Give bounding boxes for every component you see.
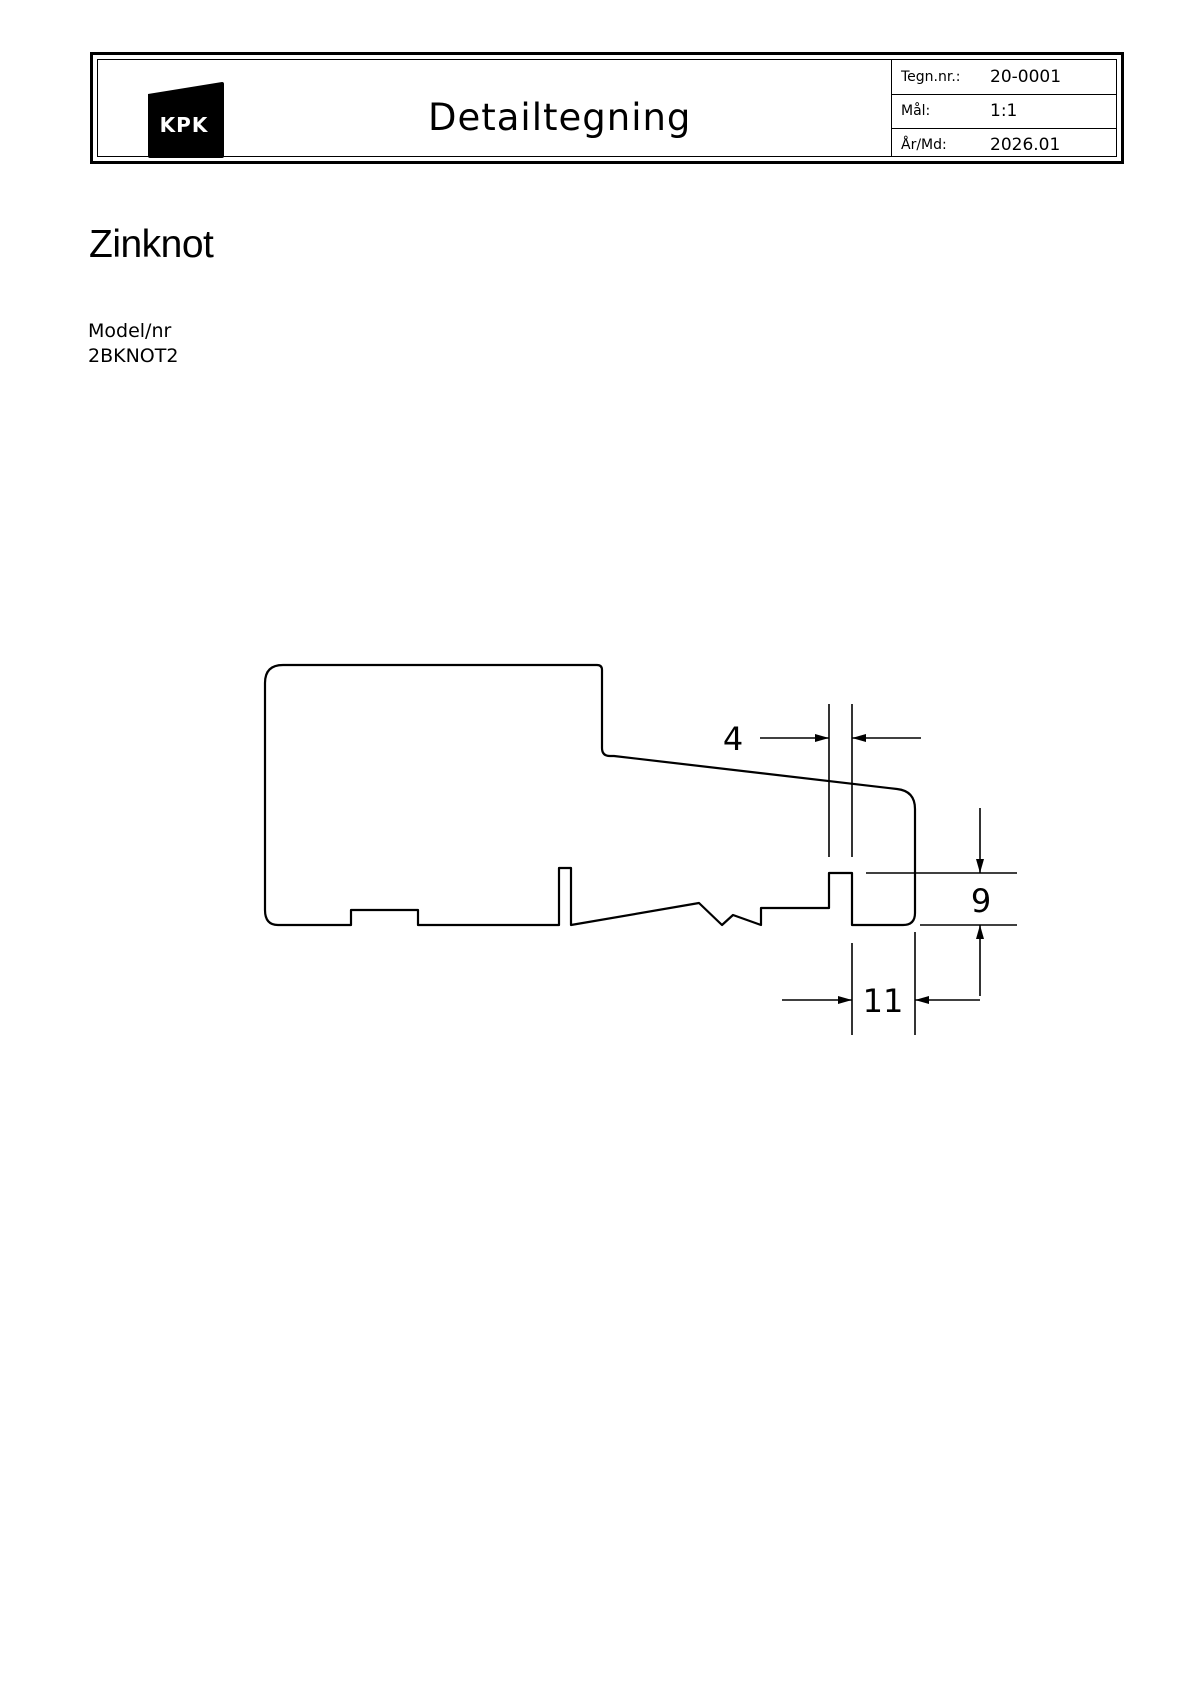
info-label: Tegn.nr.: bbox=[901, 69, 961, 85]
info-row-drawing-number: Tegn.nr.: 20-0001 bbox=[892, 60, 1116, 95]
document-heading: Detailtegning bbox=[428, 96, 692, 139]
info-value: 1:1 bbox=[990, 101, 1018, 121]
info-row-date: År/Md: 2026.01 bbox=[892, 128, 1116, 162]
title-block-inner-frame: KPK Detailtegning Tegn.nr.: 20-0001 Mål:… bbox=[97, 59, 1117, 160]
info-label: År/Md: bbox=[901, 137, 947, 153]
info-value: 20-0001 bbox=[990, 67, 1062, 87]
model-number: 2BKNOT2 bbox=[88, 345, 179, 367]
dim-4-label: 4 bbox=[723, 720, 743, 758]
info-label: Mål: bbox=[901, 103, 931, 119]
kpk-logo: KPK bbox=[146, 80, 226, 160]
dim-11-label: 11 bbox=[863, 982, 904, 1020]
info-value: 2026.01 bbox=[990, 135, 1061, 155]
model-label: Model/nr bbox=[88, 320, 172, 342]
product-title: Zinknot bbox=[89, 223, 214, 266]
dim-9-label: 9 bbox=[971, 882, 991, 920]
profile-outline bbox=[263, 663, 917, 927]
info-row-scale: Mål: 1:1 bbox=[892, 94, 1116, 129]
logo-text: KPK bbox=[159, 113, 209, 137]
info-table: Tegn.nr.: 20-0001 Mål: 1:1 År/Md: 2026.0… bbox=[891, 60, 1116, 156]
title-block: KPK Detailtegning Tegn.nr.: 20-0001 Mål:… bbox=[90, 52, 1124, 164]
